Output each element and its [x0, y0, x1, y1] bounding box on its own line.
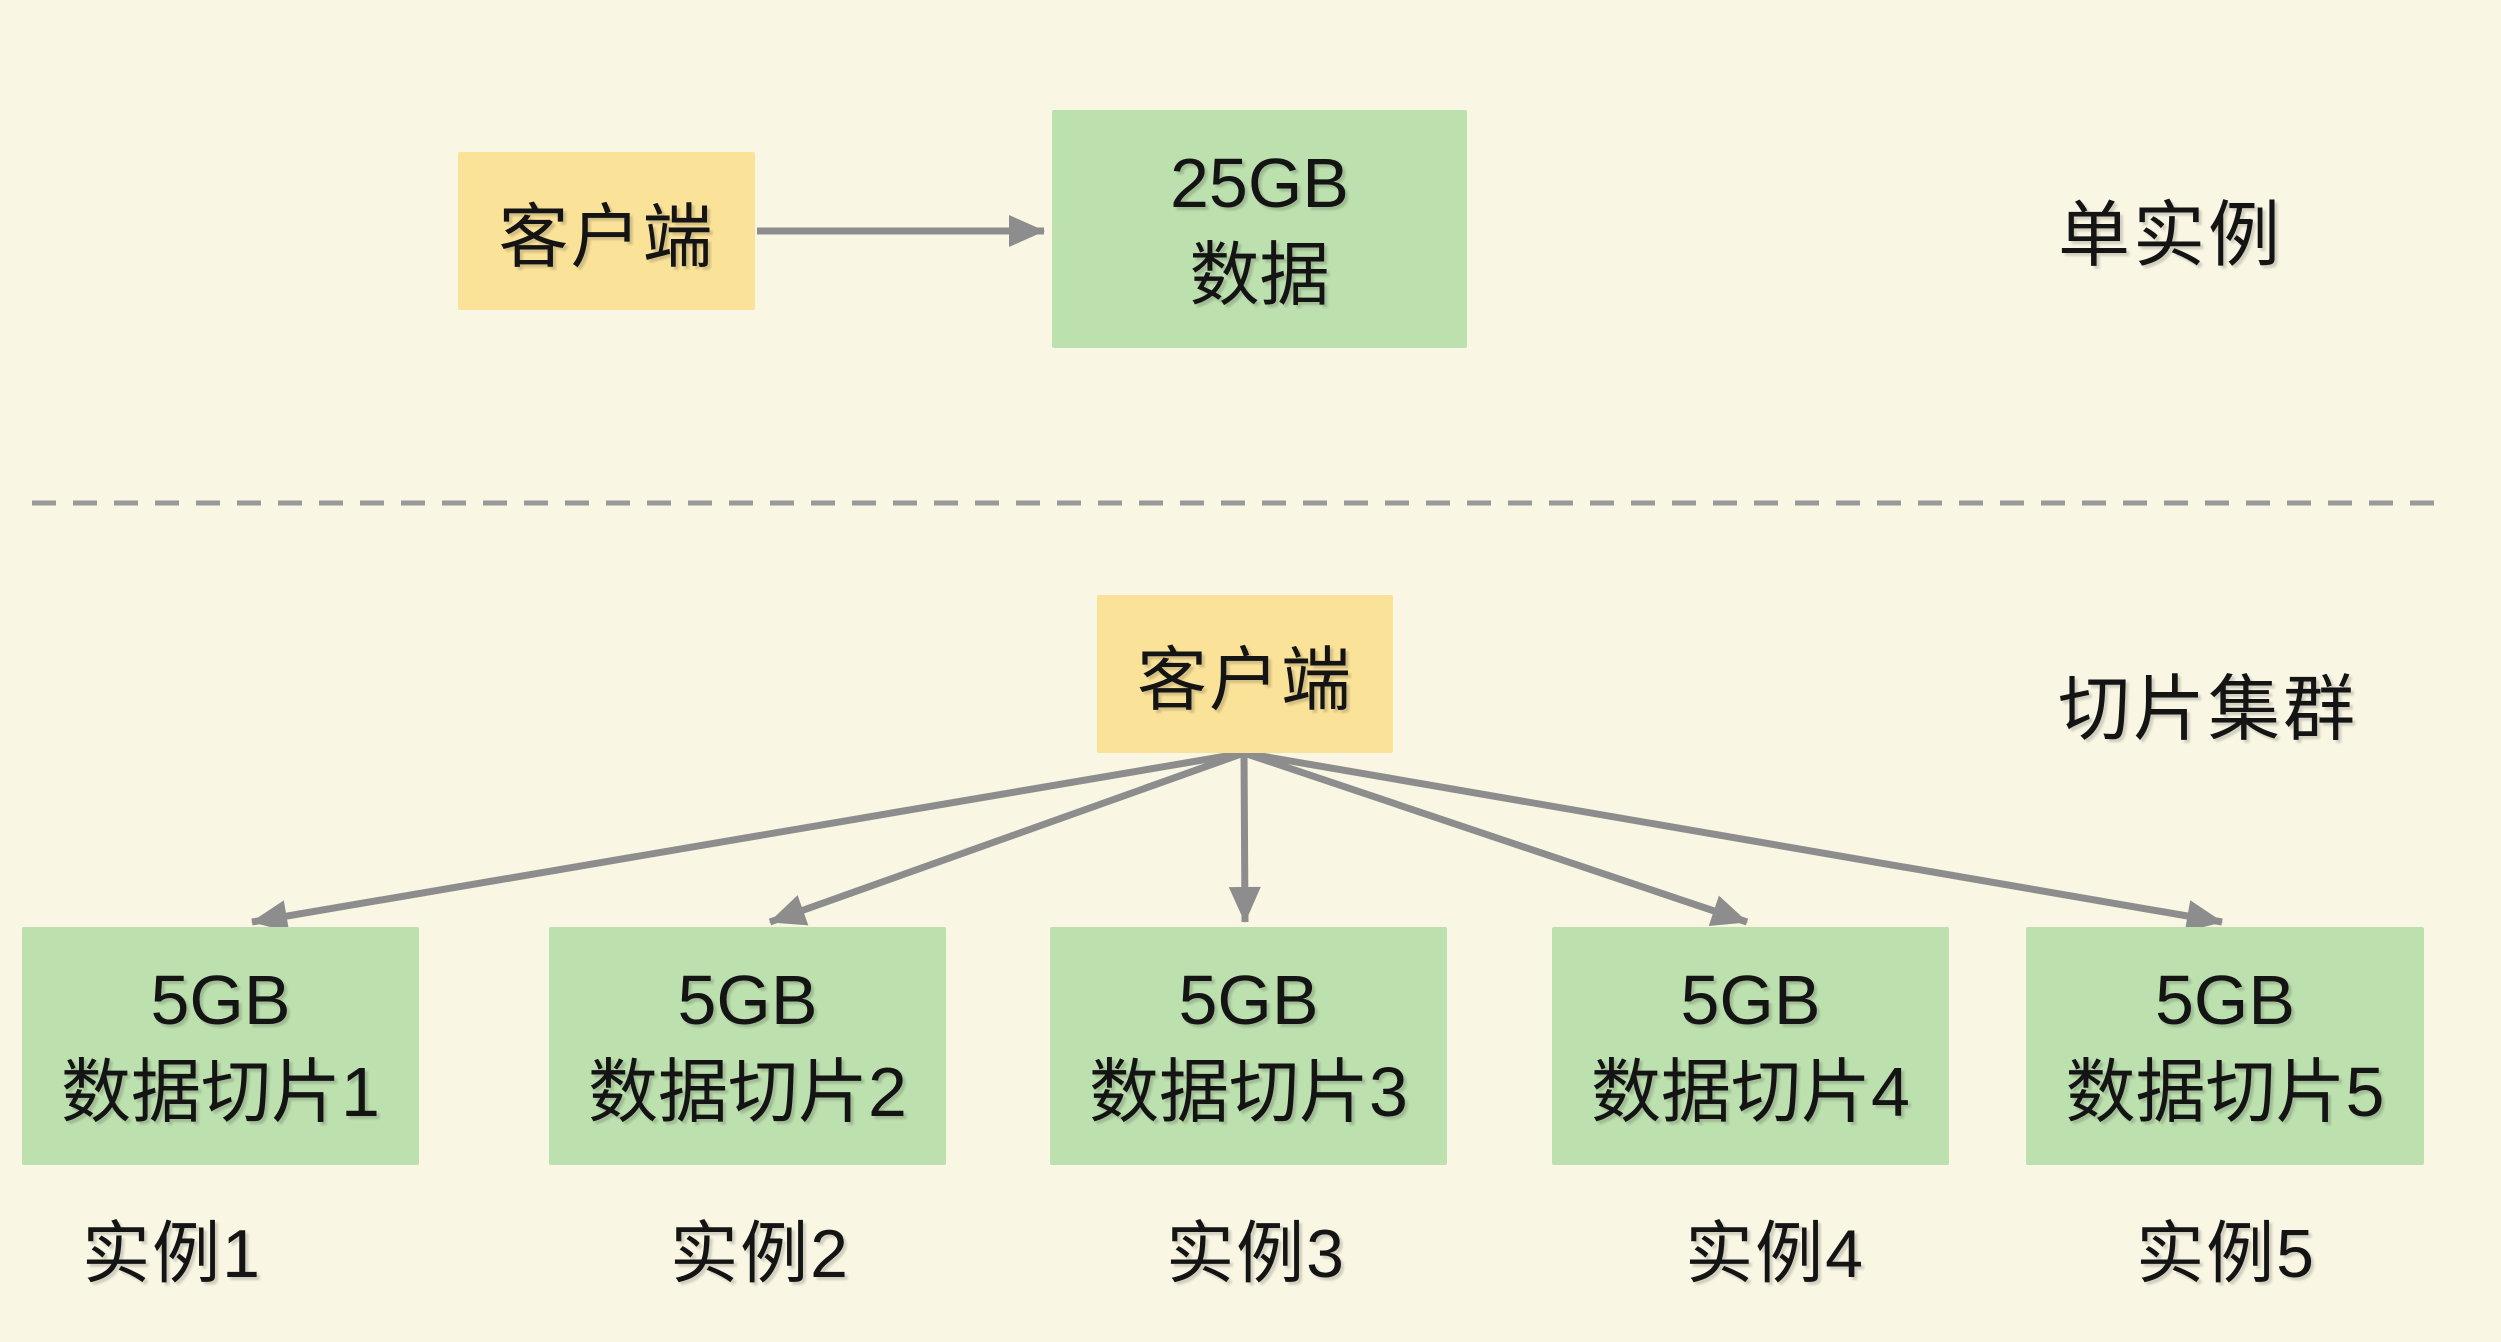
arrow-client-to-shard-4 — [1242, 749, 1749, 927]
shard-box-4: 5GB 数据切片4 — [1552, 927, 1949, 1165]
data-box-25gb: 25GB 数据 — [1052, 110, 1467, 348]
instance-label-1: 实例1 — [82, 1216, 262, 1292]
shard-box-5-name: 数据切片5 — [2065, 1053, 2385, 1131]
data-box-25gb-line1: 25GB — [1170, 143, 1349, 222]
client-box-single: 客户端 — [458, 152, 755, 310]
arrow-client-to-shard-2 — [768, 749, 1246, 926]
client-box-cluster-label: 客户端 — [1137, 640, 1353, 719]
client-box-single-label: 客户端 — [498, 197, 715, 276]
shard-box-1: 5GB 数据切片1 — [22, 927, 419, 1165]
instance-label-4: 实例4 — [1685, 1216, 1865, 1292]
shard-box-2-size: 5GB — [677, 960, 818, 1039]
arrow-client-to-shard-3 — [1228, 752, 1261, 923]
shard-box-4-name: 数据切片4 — [1591, 1053, 1910, 1131]
instance-label-3: 实例3 — [1166, 1216, 1346, 1292]
shard-box-2-name: 数据切片2 — [588, 1053, 907, 1131]
shard-box-3-size: 5GB — [1178, 960, 1319, 1039]
data-box-25gb-line2: 数据 — [1189, 236, 1330, 314]
shard-box-5-size: 5GB — [2154, 960, 2296, 1039]
arrow-client-to-shard-5 — [1243, 749, 2223, 932]
shard-box-5: 5GB 数据切片5 — [2026, 927, 2424, 1165]
shard-box-1-size: 5GB — [150, 960, 291, 1039]
shard-box-3: 5GB 数据切片3 — [1050, 927, 1447, 1165]
section-label-cluster: 切片集群 — [2058, 670, 2359, 750]
client-box-cluster: 客户端 — [1097, 595, 1393, 753]
shard-box-1-name: 数据切片1 — [61, 1053, 380, 1131]
instance-label-2: 实例2 — [670, 1216, 850, 1292]
arrow-client-to-shard-1 — [251, 749, 1245, 932]
section-label-single: 单实例 — [2058, 196, 2284, 276]
shard-box-2: 5GB 数据切片2 — [549, 927, 946, 1165]
instance-label-5: 实例5 — [2136, 1216, 2316, 1292]
shard-box-4-size: 5GB — [1680, 960, 1821, 1039]
shard-box-3-name: 数据切片3 — [1089, 1053, 1408, 1131]
